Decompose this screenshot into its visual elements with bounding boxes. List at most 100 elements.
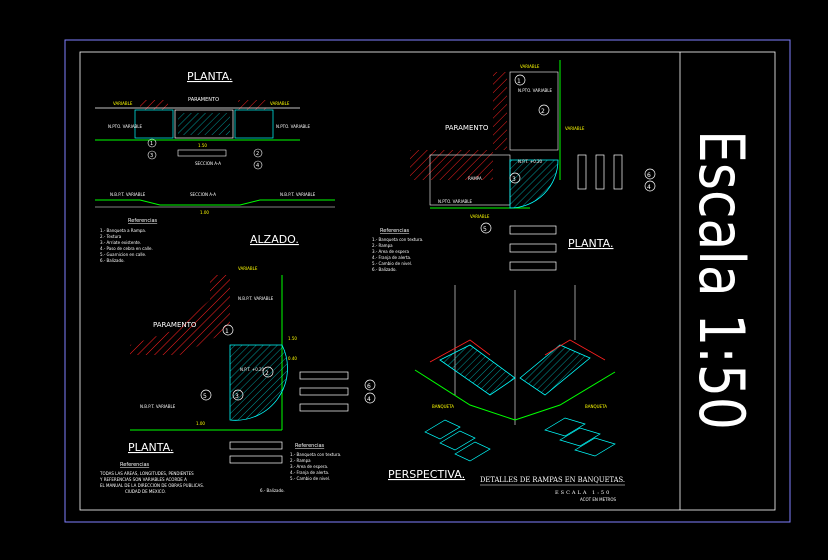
notes-mid-line-1: 1.- Banqueta con textura. (372, 237, 423, 242)
bottom-ancho: 1.50 (288, 336, 297, 341)
notes-left: Referencias 1.- Banqueta a Rampa. 2.- Te… (100, 218, 158, 263)
bottom-nbf-2: N.B.P.T. VARIABLE (140, 404, 176, 409)
ramp-texture (178, 113, 230, 135)
persp-left-ramp (439, 344, 516, 396)
bottom-crosswalk-h-2 (299, 387, 349, 396)
notes-bottom-line-5: 5.- Cambio de nivel. (290, 476, 330, 481)
callout-5-right (480, 222, 492, 234)
variable-dim-right: VARIABLE (270, 101, 290, 106)
notes-bottom-line-4: 4.- Franja de alerta. (290, 470, 329, 475)
callout-5-right-text: 5 (483, 226, 487, 233)
notes-left-line-5: 5.- Guarnicion en calle. (100, 252, 146, 257)
callout-3-top (147, 150, 157, 160)
general-notes: Referencias TODAS LAS AREAS, LONGITUDES,… (99, 462, 204, 494)
right-nivel-2: N.PTO. VARIABLE (438, 199, 473, 204)
section-seccion-label: SECCION A-A (190, 192, 216, 197)
section-profile (95, 199, 335, 206)
crosswalk-v-2 (509, 243, 557, 253)
crosswalk-v-1 (509, 225, 557, 235)
planta-top-left-title: PLANTA. (187, 70, 232, 83)
notes-bottom-line-3: 3.- Area de espera. (290, 464, 328, 469)
callout-2-right (538, 104, 550, 116)
notes-mid-title: Referencias (380, 228, 410, 234)
hatch-right (238, 100, 266, 110)
perspectiva-view: BANQUETA BANQUETA PERSPECTIVA. (388, 285, 616, 481)
notes-bottom-line-6: 6.- Balizado. (260, 488, 285, 493)
scale-label: Escala 1:50 (685, 130, 758, 430)
callout-4-bottom-text: 4 (367, 396, 371, 403)
planta-bottom-title: PLANTA. (128, 441, 173, 454)
paramento-bottom: PARAMENTO (153, 321, 197, 329)
crosswalk-h-1 (577, 154, 587, 190)
notes-left-line-3: 3.- Arriate existente. (100, 240, 141, 245)
callout-4-right-text: 4 (647, 184, 651, 191)
inner-frame (79, 51, 776, 511)
persp-stripe-r2 (559, 427, 601, 447)
callout-5-bottom (200, 389, 212, 401)
planta-top-left-view: PLANTA. PARAMENTO VARIABLE VARIABLE N.PT… (95, 70, 311, 170)
general-notes-title: Referencias (120, 462, 150, 468)
notes-left-line-4: 4.- Paso de cebra en calle. (100, 246, 153, 251)
right-ramp-fan (509, 159, 559, 209)
right-variable-top: VARIABLE (520, 64, 540, 69)
section-dim: 1.00 (200, 210, 209, 215)
callout-2-bottom-text: 2 (265, 370, 269, 377)
paramento-right: PARAMENTO (445, 124, 489, 132)
callout-3-top-text: 3 (150, 153, 153, 159)
callout-1-bottom-text: 1 (225, 328, 229, 335)
planta-right-view: PARAMENTO VARIABLE VARIABLE VARIABLE N.P… (410, 60, 656, 271)
persp-right-ramp (519, 344, 591, 396)
callout-3-right (509, 172, 521, 184)
notes-bottom: Referencias 1.- Banqueta con textura. 2.… (260, 443, 341, 493)
bottom-nbf: N.B.P.T. VARIABLE (238, 296, 274, 301)
section-nivel-right: N.B.P.T. VARIABLE (280, 192, 316, 197)
callout-2-right-text: 2 (541, 108, 545, 115)
crosswalk-v-3 (509, 261, 557, 271)
variable-dim-left: VARIABLE (113, 101, 133, 106)
general-notes-line-1: TODAS LAS AREAS, LONGITUDES, PENDIENTES (99, 471, 194, 476)
persp-stripe-r1 (544, 417, 586, 437)
persp-stripe-r3 (574, 437, 616, 457)
outer-frame (64, 39, 791, 523)
ramp-center-box (174, 109, 234, 139)
crosswalk-h-3 (613, 154, 623, 190)
callout-1-right (514, 74, 526, 86)
callout-3-bottom-text: 3 (235, 393, 239, 400)
notes-mid-line-4: 4.- Franja de alerta. (372, 255, 411, 260)
title-block: DETALLES DE RAMPAS EN BANQUETAS. ESCALA … (480, 476, 625, 502)
bottom-crosswalk-h-3 (299, 403, 349, 412)
section-nivel-left: N.B.P.T. VARIABLE (110, 192, 146, 197)
persp-stripe-l2 (439, 430, 476, 451)
paramento-label-top: PARAMENTO (188, 97, 219, 103)
seccion-label-top: SECCION A-A (195, 161, 221, 166)
persp-curb-left (414, 369, 516, 421)
sheet-scale-small: ESCALA 1:50 (555, 490, 611, 496)
right-variable-side: VARIABLE (565, 126, 585, 131)
right-nivel: N.PTO. VARIABLE (518, 88, 553, 93)
bottom-ramp-fan (229, 344, 288, 421)
section-strip: N.B.P.T. VARIABLE SECCION A-A N.B.P.T. V… (95, 192, 335, 215)
callout-1-top (147, 138, 157, 148)
right-sidewalk-v (509, 71, 559, 151)
persp-stripe-l3 (454, 441, 491, 462)
persp-curb-right (514, 371, 616, 421)
callout-1-top-text: 1 (150, 141, 153, 147)
persp-red-left (429, 339, 491, 363)
right-wall-hatch-v (493, 72, 507, 150)
right-npt: N.P.T. +0.20 (518, 159, 543, 164)
bottom-crosswalk-h-1 (299, 371, 349, 380)
callout-1-right-text: 1 (517, 78, 521, 85)
nivel-right: N.PTO. VARIABLE (276, 124, 311, 129)
bottom-variable-top: VARIABLE (238, 266, 258, 271)
persp-banqueta-right: BANQUETA (585, 404, 607, 409)
bottom-pend: N.P.T. +0.20 (240, 367, 265, 372)
notes-mid-line-2: 2.- Rampa (372, 243, 393, 248)
general-notes-line-4: CIUDAD DE MEXICO. (125, 489, 166, 494)
bottom-wall-hatch (130, 275, 230, 355)
seccion-box (177, 149, 227, 157)
persp-red-right (544, 339, 606, 361)
persp-stripe-l1 (424, 419, 461, 440)
notes-mid-line-5: 5.- Cambio de nivel. (372, 261, 412, 266)
callout-6-right (644, 168, 656, 180)
